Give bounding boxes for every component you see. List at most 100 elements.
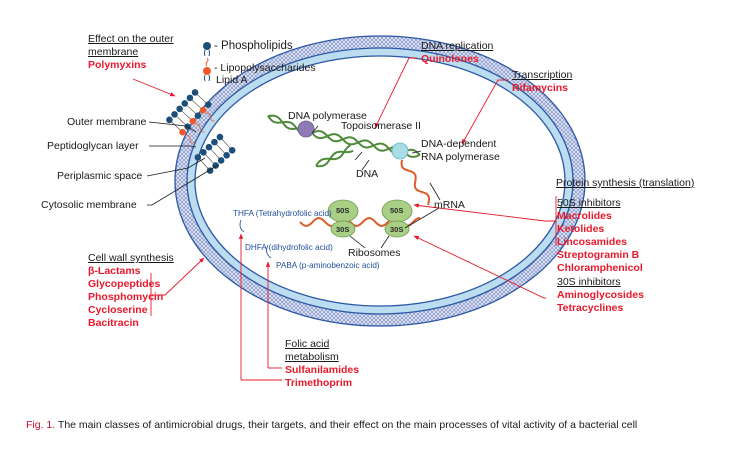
label-dhfa: DHFA (dihydrofolic acid) bbox=[245, 243, 333, 252]
group-title: Transcription bbox=[512, 69, 573, 81]
phospholipid-head bbox=[228, 146, 236, 154]
lipid-tail bbox=[199, 159, 209, 169]
label-ribosomes: Ribosomes bbox=[348, 247, 401, 259]
drug-item: Glycopeptides bbox=[88, 278, 161, 290]
lps-chain bbox=[195, 123, 205, 133]
dna-strand bbox=[315, 144, 351, 167]
dna-strand bbox=[267, 114, 300, 131]
label-mrna: mRNA bbox=[434, 199, 465, 211]
lps-chain bbox=[185, 134, 195, 144]
group-outer-membrane: Effect on the outer membrane Polymyxins bbox=[88, 33, 174, 72]
ribosome-30s-subunit bbox=[384, 220, 410, 238]
group-dna-replication: DNA replication Quinolones bbox=[421, 40, 493, 66]
drug-item: Phosphomycin bbox=[88, 291, 164, 303]
lipid-tail bbox=[176, 116, 186, 125]
group-title: metabolism bbox=[285, 351, 339, 363]
lps-chain bbox=[205, 112, 215, 122]
label-peptidoglycan-layer: Peptidoglycan layer bbox=[47, 140, 139, 152]
ribosome-2-50s-label: 50S bbox=[390, 206, 404, 215]
phospholipid-head bbox=[217, 157, 225, 164]
dna-strand bbox=[315, 149, 354, 168]
ribosome-2-30s-label: 30S bbox=[390, 225, 404, 234]
lipid-a-head bbox=[189, 117, 197, 125]
phospholipid-head bbox=[166, 116, 173, 124]
label-cytosolic-membrane: Cytosolic membrane bbox=[41, 199, 137, 211]
group-title: membrane bbox=[88, 46, 139, 58]
subgroup-title: 30S inhibitors bbox=[557, 276, 621, 288]
dna-strand bbox=[267, 115, 300, 132]
ribosome-1-30s-label: 30S bbox=[336, 225, 350, 234]
group-50s-inhibitors: 50S inhibitors Macrolides Ketolides Linc… bbox=[557, 197, 643, 275]
subgroup-title: 50S inhibitors bbox=[557, 197, 621, 209]
label-thfa: THFA (Tetrahydrofolic acid) bbox=[233, 209, 332, 218]
group-protein-synthesis: Protein synthesis (translation) bbox=[556, 177, 694, 190]
lipid-tail bbox=[186, 105, 196, 114]
lipid-tail bbox=[171, 121, 181, 131]
lipopolysaccharide-legend-icon bbox=[203, 57, 211, 82]
phospholipid-head bbox=[191, 89, 199, 96]
group-title: Folic acid bbox=[285, 338, 330, 350]
lipid-tail bbox=[221, 139, 231, 149]
phospholipid-head bbox=[204, 101, 212, 109]
drug-item: Quinolones bbox=[421, 53, 479, 65]
drug-item: Trimethoprim bbox=[285, 377, 353, 389]
drug-item: Cycloserine bbox=[88, 304, 148, 316]
ribosome-30s-subunit bbox=[330, 220, 356, 238]
lipid-a-head bbox=[179, 128, 186, 136]
phospholipid-head bbox=[186, 94, 194, 102]
dna-polymerase-icon bbox=[297, 120, 315, 138]
label-dna: DNA bbox=[356, 168, 379, 180]
lipid-tail bbox=[216, 144, 225, 154]
drug-item: Streptogramin B bbox=[557, 249, 640, 261]
phospholipid-head bbox=[181, 100, 189, 107]
label-paba: PABA (p-aminobenzoic acid) bbox=[276, 261, 380, 270]
lipid-tail bbox=[196, 94, 207, 103]
phospholipid-head bbox=[171, 111, 178, 118]
cytosolic-membrane-bilayer bbox=[194, 133, 236, 174]
outer-membrane-bilayer bbox=[166, 89, 215, 144]
group-title: Cell wall synthesis bbox=[88, 252, 174, 264]
group-cell-wall-synthesis: Cell wall synthesis β-Lactams Glycopepti… bbox=[88, 252, 174, 330]
phospholipid-head bbox=[205, 143, 213, 151]
figure-caption: Fig. 1. The main classes of antimicrobia… bbox=[26, 418, 716, 432]
group-folic-acid-metabolism: Folic acid metabolism Sulfanilamides Tri… bbox=[285, 338, 359, 390]
mrna-strand bbox=[400, 159, 431, 206]
drug-target-arrows bbox=[132, 57, 557, 381]
phospholipid-head bbox=[194, 154, 202, 161]
drug-item: Macrolides bbox=[557, 210, 612, 222]
phospholipid-head bbox=[216, 133, 224, 141]
lipid-tail bbox=[181, 110, 191, 120]
folate-pathway-arrows bbox=[239, 219, 272, 259]
phospholipid-head bbox=[200, 148, 207, 156]
drug-item: Rifamycins bbox=[512, 82, 569, 94]
cytosol bbox=[194, 55, 566, 307]
group-transcription: Transcription Rifamycins bbox=[512, 69, 572, 95]
phospholipid-head bbox=[223, 152, 230, 159]
label-dna-polymerase: DNA polymerase bbox=[288, 110, 367, 122]
legend-lipopolysaccharides-label: - Lipopolysaccharides bbox=[214, 62, 316, 74]
drug-item: Sulfanilamides bbox=[285, 364, 360, 376]
label-periplasmic-space: Periplasmic space bbox=[57, 170, 143, 182]
drug-item: Ketolides bbox=[557, 223, 605, 235]
label-topoisomerase: Topoisomerase II bbox=[341, 120, 421, 132]
lipid-tail bbox=[210, 149, 220, 159]
figure-label: Fig. 1. bbox=[26, 419, 56, 431]
phospholipid-head bbox=[211, 138, 218, 146]
rna-polymerase-icon bbox=[391, 142, 409, 160]
leader-lines bbox=[146, 121, 441, 249]
drug-item: Aminoglycosides bbox=[557, 289, 644, 301]
cell-envelope bbox=[174, 35, 586, 327]
lipid-tail bbox=[205, 154, 214, 164]
drug-item: Polymyxins bbox=[88, 59, 147, 71]
group-30s-inhibitors: 30S inhibitors Aminoglycosides Tetracycl… bbox=[557, 276, 644, 315]
group-title: Effect on the outer bbox=[88, 33, 174, 45]
drug-item: Chloramphenicol bbox=[557, 262, 643, 274]
ribosome-2 bbox=[381, 199, 413, 238]
lipid-a-head bbox=[199, 106, 207, 114]
phospholipid-head bbox=[194, 112, 202, 119]
drug-item: β-Lactams bbox=[88, 265, 141, 277]
group-title: DNA replication bbox=[421, 40, 494, 52]
drug-item: Tetracyclines bbox=[557, 302, 624, 314]
